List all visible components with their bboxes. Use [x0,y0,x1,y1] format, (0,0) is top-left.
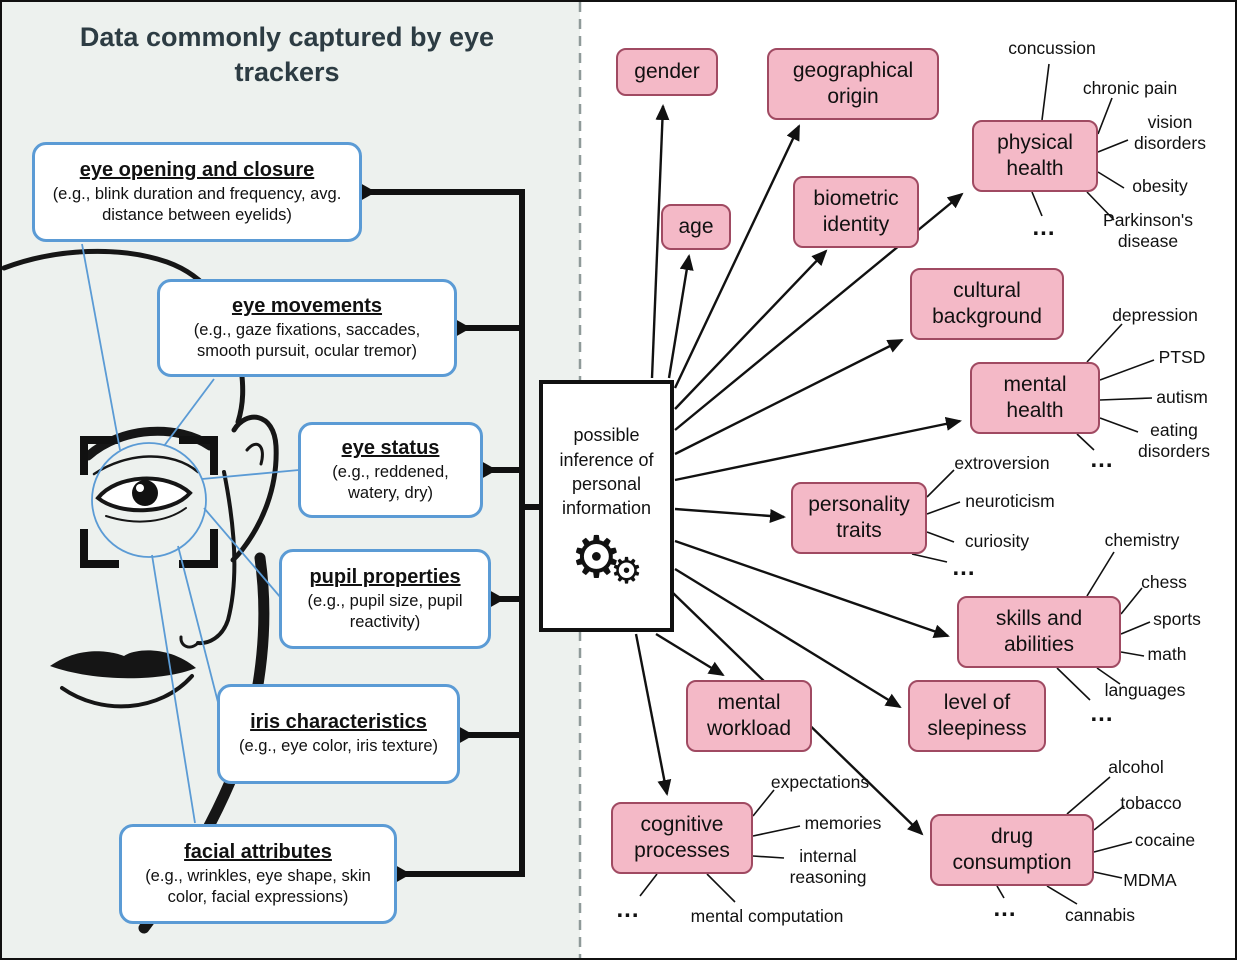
gears-icon: ⚙⚙ [570,524,643,591]
leaf-chemistry: chemistry [1104,530,1180,550]
node-label: geographical origin [792,59,914,108]
leaf-cannabis: cannabis [1064,905,1136,925]
inference-node-age: age [661,204,731,250]
node-label: gender [634,60,700,84]
leaf-chess: chess [1141,572,1187,592]
capture-box-title: eye movements [231,294,383,317]
inference-node-mental-health: mental health [970,362,1100,434]
inference-node-gender: gender [616,48,718,96]
capture-box-title: eye status [341,436,440,459]
capture-box-title: iris characteristics [250,711,427,734]
leaf-vision-disorders: vision disorders [1134,112,1206,153]
leaf-expectations: expectations [770,772,870,792]
inference-hub: possible inference of personal informati… [539,380,674,632]
inference-node-physical-health: physical health [972,120,1098,192]
leaf-curiosity: curiosity [964,531,1030,551]
inference-node-personality-traits: personality traits [791,482,927,554]
capture-box-title: facial attributes [184,840,332,863]
leaf-ptsd: PTSD [1158,347,1206,367]
capture-box-desc: (e.g., blink duration and frequency, avg… [52,184,342,224]
node-label: cultural background [932,279,1042,328]
leaf-cocaine: cocaine [1134,830,1196,850]
page-title: Data commonly captured by eye trackers [79,22,495,88]
node-label: biometric identity [813,187,899,236]
leaf-ellipsis: ... [616,896,640,923]
capture-box-title: pupil properties [309,565,461,588]
hub-label: possible inference of personal informati… [559,425,654,519]
leaf-obesity: obesity [1132,176,1188,196]
leaf-ellipsis: ... [952,554,976,581]
leaf-internal-reasoning: internal reasoning [789,846,867,887]
capture-box-desc: (e.g., pupil size, pupil reactivity) [307,591,463,631]
capture-box-desc: (e.g., wrinkles, eye shape, skin color, … [145,866,371,906]
leaf-ellipsis: ... [1090,446,1114,473]
capture-box-eye-opening-and-closure: eye opening and closure (e.g., blink dur… [32,142,362,242]
inference-node-skills-and-abilities: skills and abilities [957,596,1121,668]
capture-box-facial-attributes: facial attributes (e.g., wrinkles, eye s… [119,824,397,924]
inference-node-cultural-background: cultural background [910,268,1064,340]
leaf-math: math [1147,644,1187,664]
node-label: physical health [997,131,1073,180]
node-label: mental workload [706,691,792,740]
node-label: age [678,215,714,239]
leaf-eating-disorders: eating disorders [1138,420,1210,461]
leaf-chronic-pain: chronic pain [1082,78,1178,98]
inference-node-level-of-sleepiness: level of sleepiness [908,680,1046,752]
leaf-mdma: MDMA [1123,870,1177,890]
inference-node-mental-workload: mental workload [686,680,812,752]
capture-box-title: eye opening and closure [79,158,315,181]
leaf-ellipsis: ... [1032,214,1056,241]
node-label: mental health [1003,373,1067,422]
leaf-neuroticism: neuroticism [965,491,1055,511]
leaf-depression: depression [1112,305,1198,325]
capture-box-desc: (e.g., eye color, iris texture) [239,737,438,756]
inference-node-geographical-origin: geographical origin [767,48,939,120]
leaf-alcohol: alcohol [1108,757,1164,777]
leaf-parkinsons-disease: Parkinson's disease [1103,210,1193,251]
leaf-concussion: concussion [1008,38,1096,58]
capture-box-desc: (e.g., reddened, watery, dry) [332,462,449,502]
node-label: level of sleepiness [927,691,1027,740]
leaf-sports: sports [1153,609,1201,629]
capture-box-iris-characteristics: iris characteristics (e.g., eye color, i… [217,684,460,784]
leaf-memories: memories [804,813,882,833]
capture-box-desc: (e.g., gaze fixations, saccades, smooth … [193,320,421,360]
node-label: cognitive processes [634,813,730,862]
leaf-ellipsis: ... [1090,700,1114,727]
node-label: personality traits [808,493,910,542]
capture-box-pupil-properties: pupil properties (e.g., pupil size, pupi… [279,549,491,649]
leaf-tobacco: tobacco [1120,793,1182,813]
leaf-languages: languages [1104,680,1186,700]
leaf-autism: autism [1156,387,1208,407]
node-label: skills and abilities [995,607,1083,656]
leaf-ellipsis: ... [993,895,1017,922]
inference-node-drug-consumption: drug consumption [930,814,1094,886]
node-label: drug consumption [952,825,1072,874]
inference-node-biometric-identity: biometric identity [793,176,919,248]
inference-node-cognitive-processes: cognitive processes [611,802,753,874]
capture-box-eye-status: eye status (e.g., reddened, watery, dry) [298,422,483,518]
capture-box-eye-movements: eye movements (e.g., gaze fixations, sac… [157,279,457,377]
leaf-mental-computation: mental computation [690,906,844,926]
leaf-extroversion: extroversion [954,453,1050,473]
